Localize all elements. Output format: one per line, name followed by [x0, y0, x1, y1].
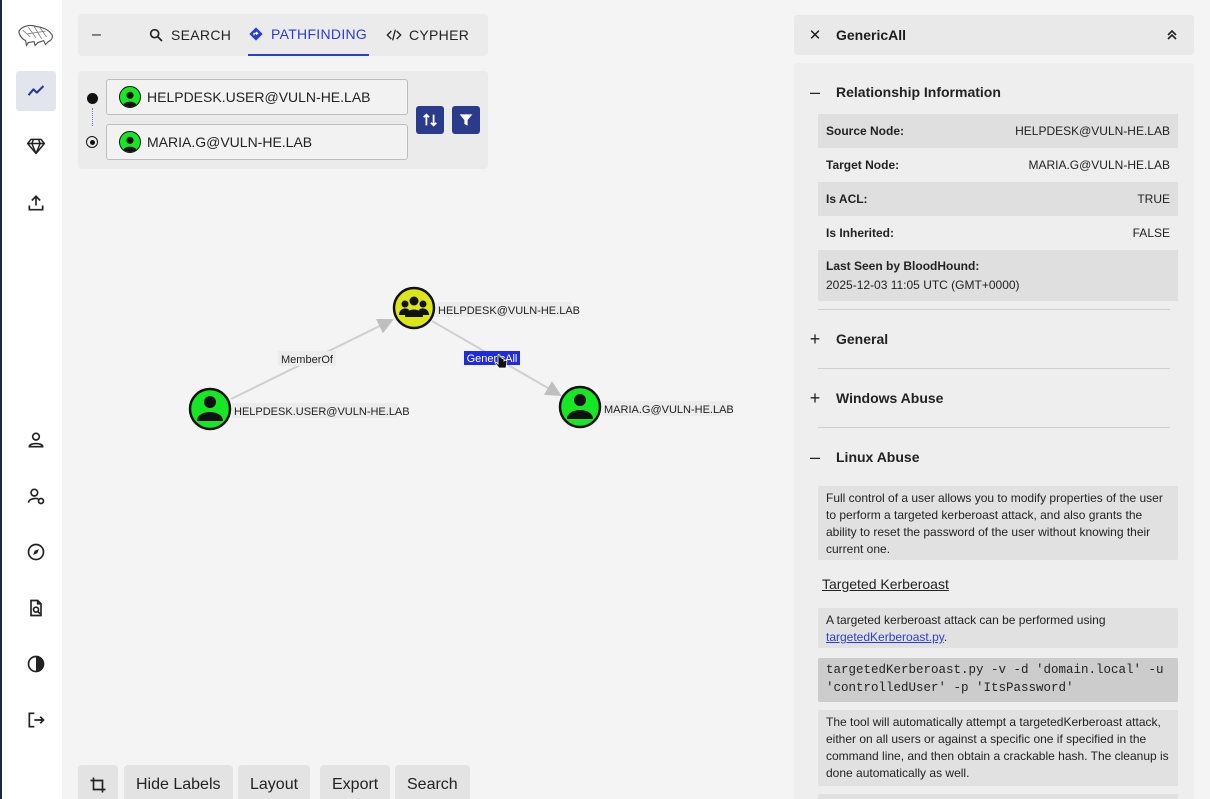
contrast-icon[interactable]	[16, 644, 56, 684]
swap-icon	[423, 113, 437, 127]
graph-node-maria[interactable]	[558, 385, 602, 429]
source-dot-icon	[87, 93, 98, 104]
target-node-value: MARIA.G@VULN-HE.LAB	[147, 134, 313, 150]
user-icon	[119, 86, 141, 108]
gem-icon[interactable]	[16, 126, 56, 166]
linux-abuse-paragraph: A targeted kerberoast attack can be perf…	[818, 608, 1178, 648]
graph-canvas[interactable]: MemberOf GenericAll HELPDESK.USER@VULN-H…	[62, 180, 792, 740]
tab-cypher[interactable]: CYPHER	[386, 14, 469, 56]
node-label-bg	[602, 401, 730, 416]
edge-label-bg	[278, 351, 336, 366]
linux-abuse-code: targetedKerberoast.py -v -d 'domain.loca…	[818, 658, 1178, 702]
user-icon	[119, 131, 141, 153]
section-title: Relationship Information	[836, 84, 1001, 100]
edge-filter-button[interactable]	[452, 106, 480, 134]
panel-title: GenericAll	[836, 27, 907, 43]
hand-cursor-icon	[494, 354, 508, 369]
upload-icon[interactable]	[16, 183, 56, 223]
linux-abuse-intro: Full control of a user allows you to mod…	[818, 486, 1178, 560]
code-icon	[386, 29, 402, 41]
path-connector	[92, 108, 93, 126]
section-title: General	[836, 331, 889, 347]
filter-icon	[459, 114, 473, 126]
left-nav	[0, 0, 62, 799]
person-icon[interactable]	[16, 420, 56, 460]
explore-tabs: – SEARCH PATHFINDING CYPHER	[78, 14, 488, 56]
target-node-row: Target Node: MARIA.G@VULN-HE.LAB	[826, 158, 1170, 172]
section-relationship-info[interactable]: – Relationship Information	[794, 75, 1194, 109]
source-node-row: Source Node: HELPDESK@VULN-HE.LAB	[818, 114, 1178, 148]
section-title: Linux Abuse	[836, 449, 920, 465]
layout-button[interactable]: Layout	[238, 765, 311, 799]
collapse-icon: –	[809, 81, 820, 102]
node-label-bg	[436, 302, 572, 317]
expand-icon: +	[809, 328, 821, 349]
crop-button[interactable]	[78, 765, 118, 799]
tab-search[interactable]: SEARCH	[148, 14, 231, 56]
expand-icon: +	[809, 387, 821, 408]
crop-icon	[90, 777, 106, 793]
collapse-icon: –	[809, 446, 820, 467]
bloodhound-logo[interactable]	[16, 14, 56, 54]
tab-search-label: SEARCH	[171, 27, 232, 43]
targeted-kerberoast-heading: Targeted Kerberoast	[822, 576, 949, 592]
linux-abuse-paragraph-2: The tool will automatically attempt a ta…	[818, 710, 1178, 786]
target-dot-icon	[86, 136, 98, 148]
hide-labels-button[interactable]: Hide Labels	[124, 765, 233, 799]
collapse-button[interactable]: –	[92, 26, 102, 43]
user-gear-icon[interactable]	[16, 476, 56, 516]
file-search-icon[interactable]	[16, 588, 56, 628]
search-button[interactable]: Search	[395, 765, 470, 799]
node-label-helpdesk-user: HELPDESK.USER@VULN-HE.LAB	[234, 406, 410, 418]
targetedkerberoast-link[interactable]: targetedKerberoast.py	[826, 630, 944, 644]
section-linux-abuse[interactable]: – Linux Abuse	[794, 440, 1194, 474]
export-button[interactable]: Export	[320, 765, 391, 799]
graph-node-helpdesk-group[interactable]	[392, 286, 436, 330]
node-label-maria: MARIA.G@VULN-HE.LAB	[604, 404, 734, 416]
source-node-value: HELPDESK.USER@VULN-HE.LAB	[147, 89, 371, 105]
route-icon	[249, 27, 263, 41]
section-title: Windows Abuse	[836, 390, 944, 406]
close-icon[interactable]: ✕	[808, 27, 822, 44]
target-node-input[interactable]: MARIA.G@VULN-HE.LAB	[106, 124, 408, 160]
tab-cypher-label: CYPHER	[409, 27, 470, 43]
last-seen-row: Last Seen by BloodHound: 2025-12-03 11:0…	[818, 250, 1178, 301]
swap-nodes-button[interactable]	[416, 106, 444, 134]
section-general[interactable]: + General	[794, 322, 1194, 356]
tab-pathfinding-label: PATHFINDING	[271, 26, 368, 42]
search-icon	[149, 28, 163, 42]
node-label-helpdesk-group: HELPDESK@VULN-HE.LAB	[438, 305, 580, 317]
is-inherited-row: Is Inherited: FALSE	[826, 226, 1170, 240]
tab-pathfinding[interactable]: PATHFINDING	[248, 14, 370, 56]
divider	[818, 368, 1170, 369]
is-acl-row: Is ACL: TRUE	[818, 182, 1178, 216]
trend-line-icon[interactable]	[16, 71, 56, 111]
node-label-bg	[232, 403, 398, 418]
collapse-all-icon[interactable]	[1150, 27, 1194, 43]
edge-label-genericall[interactable]: GenericAll	[467, 353, 518, 365]
graph-node-helpdesk-user[interactable]	[188, 387, 232, 431]
compass-icon[interactable]	[16, 532, 56, 572]
edge-label-memberof[interactable]: MemberOf	[281, 354, 334, 366]
entity-panel-body: – Relationship Information Source Node: …	[794, 63, 1194, 799]
entity-panel-header: ✕ GenericAll	[794, 15, 1194, 55]
logout-icon[interactable]	[16, 700, 56, 740]
source-node-input[interactable]: HELPDESK.USER@VULN-HE.LAB	[106, 79, 408, 115]
divider	[818, 309, 1170, 310]
pathfinding-panel: HELPDESK.USER@VULN-HE.LAB MARIA.G@VULN-H…	[78, 71, 488, 169]
divider	[818, 427, 1170, 428]
section-windows-abuse[interactable]: + Windows Abuse	[794, 381, 1194, 415]
next-block	[818, 794, 1178, 799]
